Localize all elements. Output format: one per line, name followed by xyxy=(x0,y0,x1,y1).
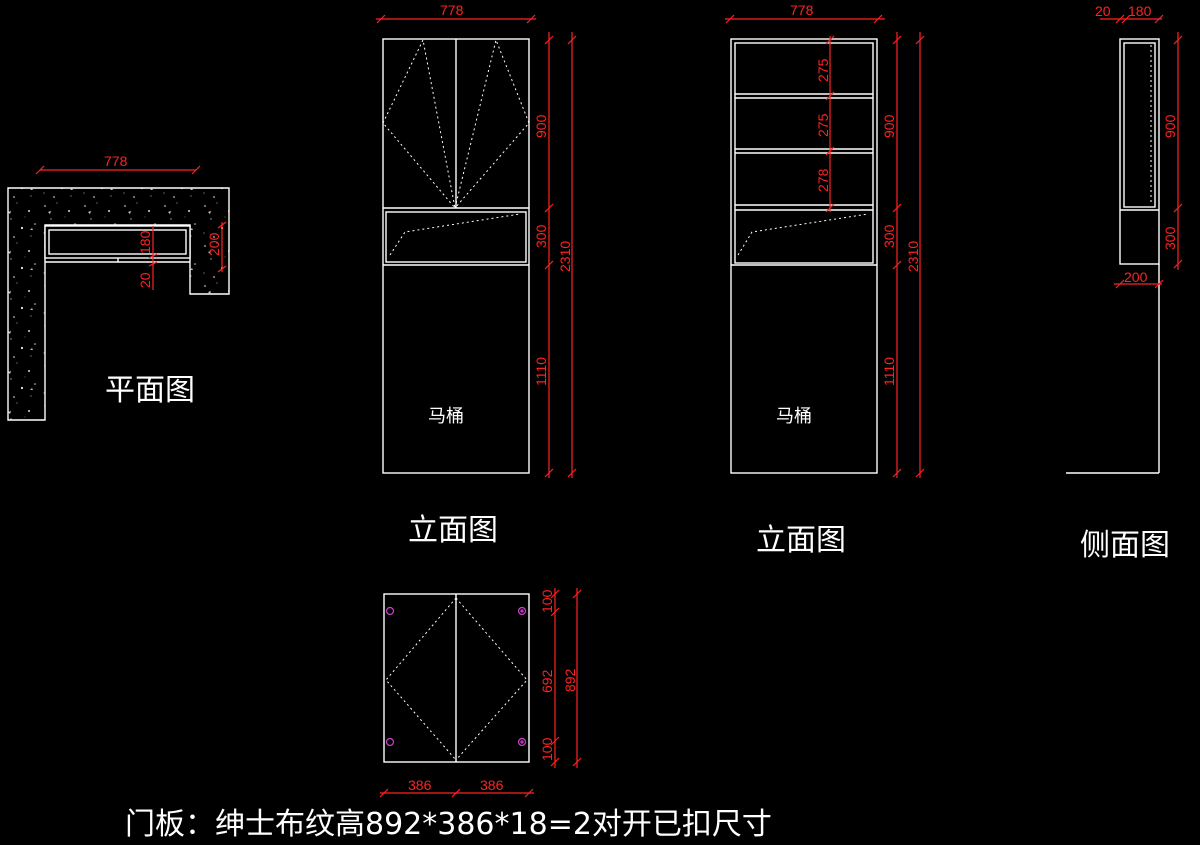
plan-view: 778 180 20 200 平面图 xyxy=(7,153,230,421)
hinge-bottom-right xyxy=(517,737,527,747)
door-total-dim: 892 xyxy=(562,668,578,692)
el2-outline xyxy=(730,38,878,474)
el2-total-dim: 2310 xyxy=(905,241,921,272)
door-width-left-dim: 386 xyxy=(408,777,432,793)
el2-shelf2-dim: 275 xyxy=(815,113,831,137)
door-note: 门板：绅士布纹高892*386*18=2对开已扣尺寸 xyxy=(125,807,772,842)
toilet-label-right: 马桶 xyxy=(776,406,812,427)
el2-h900-dim: 900 xyxy=(881,114,897,138)
plan-depth-dim: 180 xyxy=(137,230,153,254)
el2-h1110-dim: 1110 xyxy=(881,357,897,386)
plan-right-dim: 200 xyxy=(206,232,222,256)
door-width-right-dim: 386 xyxy=(480,777,504,793)
el1-h300-dim: 300 xyxy=(533,224,549,248)
door-mid-dim: 692 xyxy=(539,669,555,693)
plan-width-dim: 778 xyxy=(104,153,128,169)
side-h900-dim: 900 xyxy=(1162,114,1178,138)
el1-total-dim: 2310 xyxy=(557,241,573,272)
door-bottom-dim: 100 xyxy=(539,737,555,761)
side-title: 侧面图 xyxy=(1080,528,1170,563)
el2-width-dim: 778 xyxy=(790,2,814,18)
elevation-left-title: 立面图 xyxy=(408,513,498,548)
hinge-bottom-left xyxy=(385,737,395,747)
toilet-label-left: 马桶 xyxy=(428,406,464,427)
el1-width-dim: 778 xyxy=(440,2,464,18)
el2-shelf1-dim: 275 xyxy=(815,58,831,82)
plan-thick-dim: 20 xyxy=(137,272,153,288)
plan-wall xyxy=(7,187,230,421)
side-view: 20 180 900 300 200 侧面图 xyxy=(1066,3,1183,563)
door-top-dim: 100 xyxy=(539,589,555,613)
side-thick-dim: 20 xyxy=(1095,3,1111,19)
el1-h1110-dim: 1110 xyxy=(533,357,549,386)
elevation-right-title: 立面图 xyxy=(756,523,846,558)
elevation-right: 778 275 275 278 900 300 1110 2310 马桶 立面图 xyxy=(725,2,925,558)
hinge-top-right xyxy=(517,606,527,616)
el2-h300-dim: 300 xyxy=(881,224,897,248)
door-panel-detail: 100 692 100 892 386 386 xyxy=(379,588,582,798)
el1-h900-dim: 900 xyxy=(533,114,549,138)
el2-shelf3-dim: 278 xyxy=(815,168,831,192)
elevation-left: 778 900 300 1110 2310 马桶 立面图 xyxy=(376,2,577,548)
hinge-top-left xyxy=(385,606,395,616)
side-h300-dim: 300 xyxy=(1162,226,1178,250)
side-bottom-dim: 200 xyxy=(1124,269,1148,285)
plan-title: 平面图 xyxy=(105,373,195,408)
side-depth-dim: 180 xyxy=(1128,3,1152,19)
